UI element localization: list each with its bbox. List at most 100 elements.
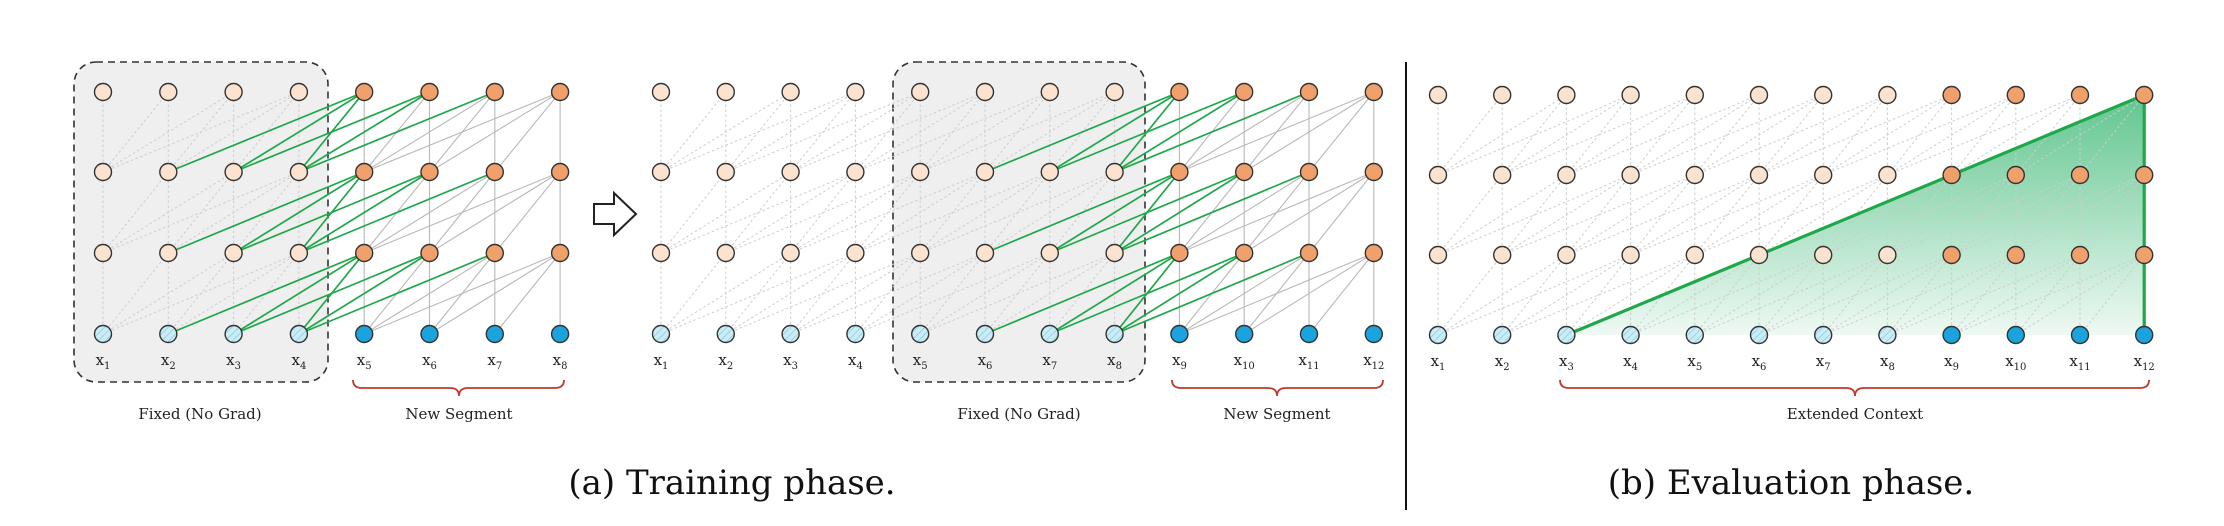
eval-edge	[1822, 94, 1952, 176]
train-a-token-label: x5	[357, 351, 372, 372]
train-b-token-label: x12	[1363, 351, 1384, 372]
train-a-edge	[363, 171, 496, 254]
train-b-edge	[660, 171, 856, 254]
eval-token-label: x8	[1880, 352, 1895, 373]
eval-hidden-node	[1942, 85, 1961, 105]
train-a-edge	[363, 91, 561, 173]
train-b-memory-edge	[1049, 171, 1180, 254]
eval-hidden-node	[2006, 85, 2026, 105]
train-b-hidden-node	[846, 243, 865, 263]
eval-input-node	[1749, 325, 1769, 345]
eval-edge	[1437, 94, 1503, 176]
train-b-edge	[1179, 252, 1375, 335]
label-fixed-left: Fixed (No Grad)	[138, 405, 261, 423]
train-b-edge	[855, 252, 1050, 335]
eval-hidden-node	[2006, 165, 2026, 185]
eval-edge	[1630, 174, 1760, 256]
label-extended-context: Extended Context	[1787, 405, 1923, 423]
train-b-input-node	[1170, 324, 1189, 344]
eval-edge	[2015, 94, 2145, 176]
eval-hidden-node	[1749, 85, 1769, 105]
train-b-input-node	[781, 324, 800, 344]
train-b-edge	[1179, 252, 1310, 335]
train-b-memory-edge	[1049, 91, 1245, 173]
eval-edge	[1887, 94, 2017, 176]
train-b-memory-edge	[984, 171, 1180, 254]
eval-hidden-node	[1557, 85, 1576, 105]
train-b-hidden-node	[1105, 243, 1124, 263]
train-b-input-node	[1040, 324, 1060, 344]
train-a-hidden-node	[485, 162, 504, 182]
eval-edge	[1822, 174, 1952, 256]
train-b-input-node	[716, 324, 735, 344]
eval-edge	[1822, 94, 1888, 176]
train-b-memory-edge	[1114, 171, 1310, 254]
train-a-edge	[363, 171, 561, 254]
train-a-edge	[168, 91, 300, 173]
eval-edge	[1501, 94, 1631, 176]
eval-edge	[1951, 174, 2081, 256]
train-b-edge	[660, 171, 727, 254]
train-b-edge	[790, 252, 921, 335]
eval-hidden-node	[1685, 245, 1705, 265]
train-a-hidden-node	[224, 243, 243, 263]
train-b-memory-edge	[1049, 91, 1180, 173]
train-a-edge	[102, 91, 234, 173]
train-a-edge	[168, 171, 300, 254]
eval-edge	[1501, 94, 1567, 176]
eval-token-label: x6	[1752, 352, 1767, 373]
train-a-edge	[429, 91, 561, 173]
train-b-edge	[920, 91, 1115, 173]
eval-edge	[1758, 94, 1888, 176]
caption-evaluation-phase: (b) Evaluation phase.	[1608, 463, 1974, 503]
eval-token-label: x10	[2005, 352, 2026, 373]
train-b-hidden-node	[716, 162, 735, 182]
eval-edge	[1951, 94, 2081, 176]
train-b-hidden-node	[1299, 162, 1319, 182]
train-b-edge	[660, 91, 856, 173]
train-b-hidden-node	[846, 82, 865, 102]
train-a-edge	[363, 252, 561, 335]
train-a-hidden-node	[420, 162, 439, 182]
train-b-edge	[1308, 91, 1375, 173]
train-a-memory-edge	[167, 252, 365, 335]
eval-edge	[1887, 174, 2017, 256]
train-a-edge	[102, 171, 169, 254]
train-a-hidden-node	[420, 243, 439, 263]
eval-edge	[2015, 174, 2081, 256]
train-b-edge	[984, 171, 1115, 254]
train-b-edge	[725, 252, 921, 335]
train-b-hidden-node	[1105, 82, 1124, 102]
fixed-region-box-right	[892, 61, 1146, 383]
train-a-memory-edge	[167, 91, 365, 173]
train-b-token-label: x1	[654, 351, 669, 372]
train-a-hidden-node	[485, 243, 504, 263]
train-b-edge	[855, 171, 986, 254]
train-a-edge	[102, 252, 234, 335]
eval-hidden-node	[2070, 165, 2090, 185]
train-b-edge	[1179, 171, 1375, 254]
train-b-edge	[660, 252, 791, 335]
eval-hidden-node	[1621, 165, 1640, 185]
eval-token-label: x7	[1816, 352, 1831, 373]
train-b-edge	[855, 91, 986, 173]
eval-token-label: x11	[2069, 352, 2090, 373]
eval-token-label: x3	[1559, 352, 1574, 373]
eval-token-label: x4	[1623, 352, 1638, 373]
train-b-hidden-node	[975, 162, 995, 182]
train-b-input-node	[1105, 324, 1124, 344]
train-b-memory-edge	[1114, 91, 1245, 173]
train-b-memory-edge	[984, 252, 1180, 335]
train-b-memory-edge	[1114, 171, 1245, 254]
train-a-edge	[494, 252, 561, 335]
train-b-edge	[855, 171, 1050, 254]
train-a-memory-edge	[233, 171, 430, 254]
train-b-token-label: x3	[783, 351, 798, 372]
eval-hidden-node	[2134, 165, 2154, 185]
train-b-edge	[660, 91, 727, 173]
train-a-token-label: x7	[487, 351, 502, 372]
train-a-hidden-node	[224, 162, 243, 182]
eval-hidden-node	[2134, 245, 2154, 265]
eval-edge	[1822, 254, 1952, 336]
